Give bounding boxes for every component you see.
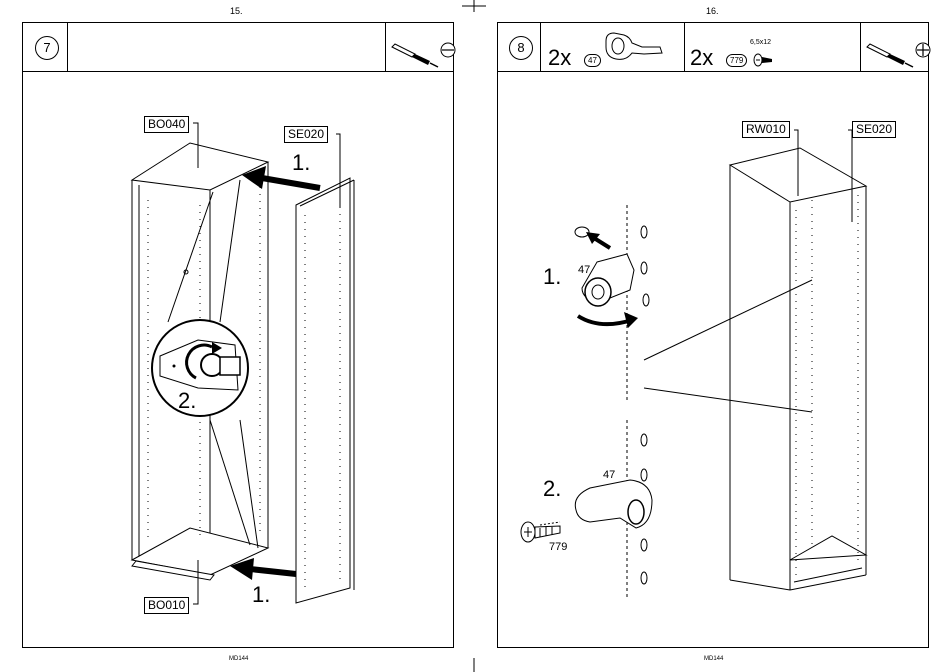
callout-step-2-part: 47 xyxy=(603,469,615,481)
callout-step-2-screw: 779 xyxy=(549,541,567,553)
callout-step-1-part: 47 xyxy=(578,264,590,276)
footer-right: MD144 xyxy=(704,656,723,662)
label-back-panel: RW010 xyxy=(742,121,790,138)
callout-step-2: 2. xyxy=(543,476,561,502)
callout-step-1: 1. xyxy=(543,264,561,290)
label-side-panel: SE020 xyxy=(852,121,896,138)
insert-arrow xyxy=(594,238,610,248)
rotate-arrow xyxy=(578,316,632,324)
